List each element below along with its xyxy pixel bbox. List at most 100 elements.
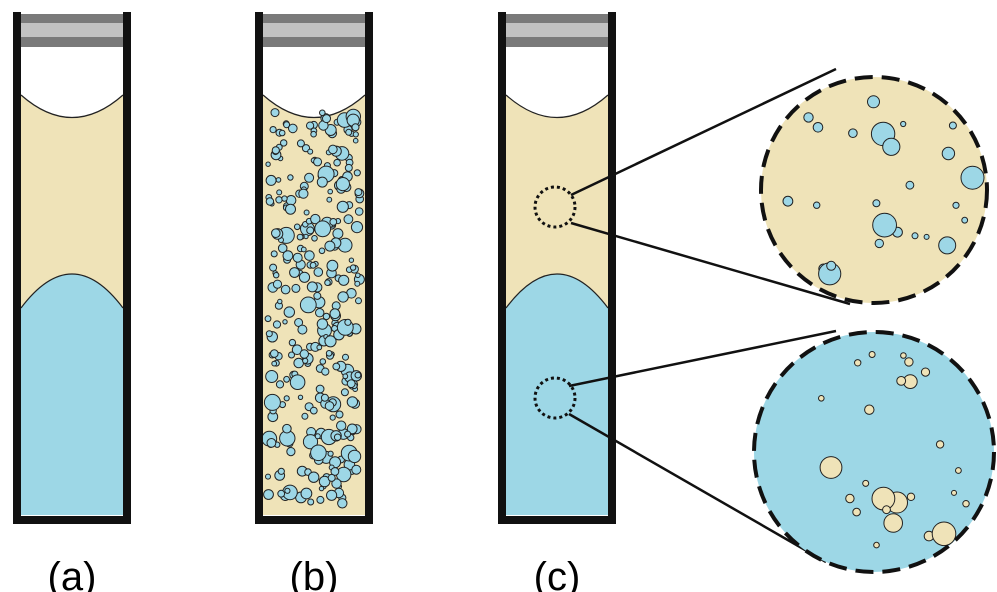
droplet: [272, 279, 283, 289]
droplet: [275, 177, 282, 183]
droplet: [331, 478, 342, 489]
droplet: [812, 122, 824, 133]
droplet: [265, 370, 279, 383]
droplet: [283, 121, 291, 129]
droplet: [302, 434, 319, 450]
tube-b-wall: [255, 12, 373, 524]
droplet: [282, 319, 288, 325]
droplet: [329, 218, 338, 226]
droplet: [342, 353, 349, 361]
droplet: [286, 447, 296, 457]
droplet: [335, 177, 350, 192]
panel-label-a: (a): [48, 555, 97, 592]
droplet: [313, 157, 323, 167]
droplet: [845, 493, 855, 504]
droplet: [872, 212, 897, 238]
droplet: [813, 201, 821, 209]
droplet: [269, 126, 277, 134]
droplet: [316, 344, 323, 351]
droplet: [288, 338, 297, 347]
droplet: [309, 261, 317, 269]
droplet: [896, 376, 907, 386]
droplet: [304, 250, 315, 261]
droplet: [271, 228, 281, 238]
droplet: [282, 423, 292, 434]
droplet: [277, 243, 288, 253]
droplet: [324, 401, 335, 411]
droplet: [319, 109, 326, 117]
droplet: [284, 487, 291, 494]
droplet: [313, 291, 322, 300]
droplet: [300, 246, 307, 253]
droplet: [349, 264, 357, 271]
droplet: [906, 492, 916, 501]
droplet: [297, 394, 304, 400]
droplet: [327, 450, 334, 457]
droplet: [874, 238, 884, 249]
tube-c-upper-phase: [506, 95, 608, 308]
tube-c: [498, 12, 616, 524]
droplet: [848, 128, 858, 138]
zoom-lower-droplets: [818, 351, 970, 549]
droplet: [307, 148, 314, 155]
droplet: [962, 500, 970, 508]
droplet: [355, 297, 362, 305]
droplet: [345, 128, 353, 136]
droplet: [291, 283, 301, 293]
droplet: [354, 371, 362, 379]
droplet: [270, 250, 278, 258]
droplet: [948, 121, 957, 130]
droplet: [818, 395, 825, 402]
droplet: [952, 201, 960, 209]
tube-a-wall: [13, 12, 131, 524]
droplet: [951, 489, 957, 496]
tube-c-cap: [501, 14, 616, 47]
droplet: [287, 174, 294, 181]
droplet: [272, 320, 282, 329]
droplet: [320, 393, 329, 402]
droplet: [337, 498, 348, 509]
droplet: [283, 375, 291, 383]
droplet: [285, 195, 297, 206]
droplet: [354, 280, 361, 287]
droplet: [315, 384, 325, 394]
droplet: [281, 195, 288, 202]
droplet: [354, 207, 364, 216]
droplet: [273, 272, 280, 279]
droplet: [271, 360, 278, 367]
droplet: [911, 232, 919, 240]
droplet: [873, 541, 880, 549]
droplet: [353, 169, 361, 177]
droplet: [321, 367, 330, 376]
droplet: [322, 312, 331, 321]
droplet: [280, 284, 291, 295]
droplet: [301, 412, 309, 420]
droplet: [333, 433, 342, 441]
droplet: [310, 444, 327, 462]
droplet: [291, 344, 303, 356]
zoom-connectors: [568, 67, 851, 564]
droplet: [904, 357, 914, 367]
droplet: [271, 146, 280, 155]
droplet: [340, 388, 349, 397]
droplet: [324, 240, 336, 252]
droplet: [269, 263, 278, 272]
droplet: [278, 129, 286, 137]
droplet: [867, 95, 880, 109]
droplet: [327, 473, 336, 482]
tube-b-droplets: [261, 108, 365, 509]
droplet: [324, 279, 331, 287]
droplet: [298, 271, 311, 283]
droplet: [344, 163, 353, 172]
droplet: [266, 438, 277, 448]
tube-b-cap: [256, 14, 371, 47]
droplet: [931, 521, 957, 547]
zoom-upper-phase: [759, 75, 989, 305]
droplet: [265, 174, 277, 186]
droplet: [864, 404, 875, 415]
droplet: [310, 213, 321, 225]
droplet: [351, 123, 360, 132]
droplet: [347, 449, 362, 464]
droplet: [325, 350, 333, 357]
